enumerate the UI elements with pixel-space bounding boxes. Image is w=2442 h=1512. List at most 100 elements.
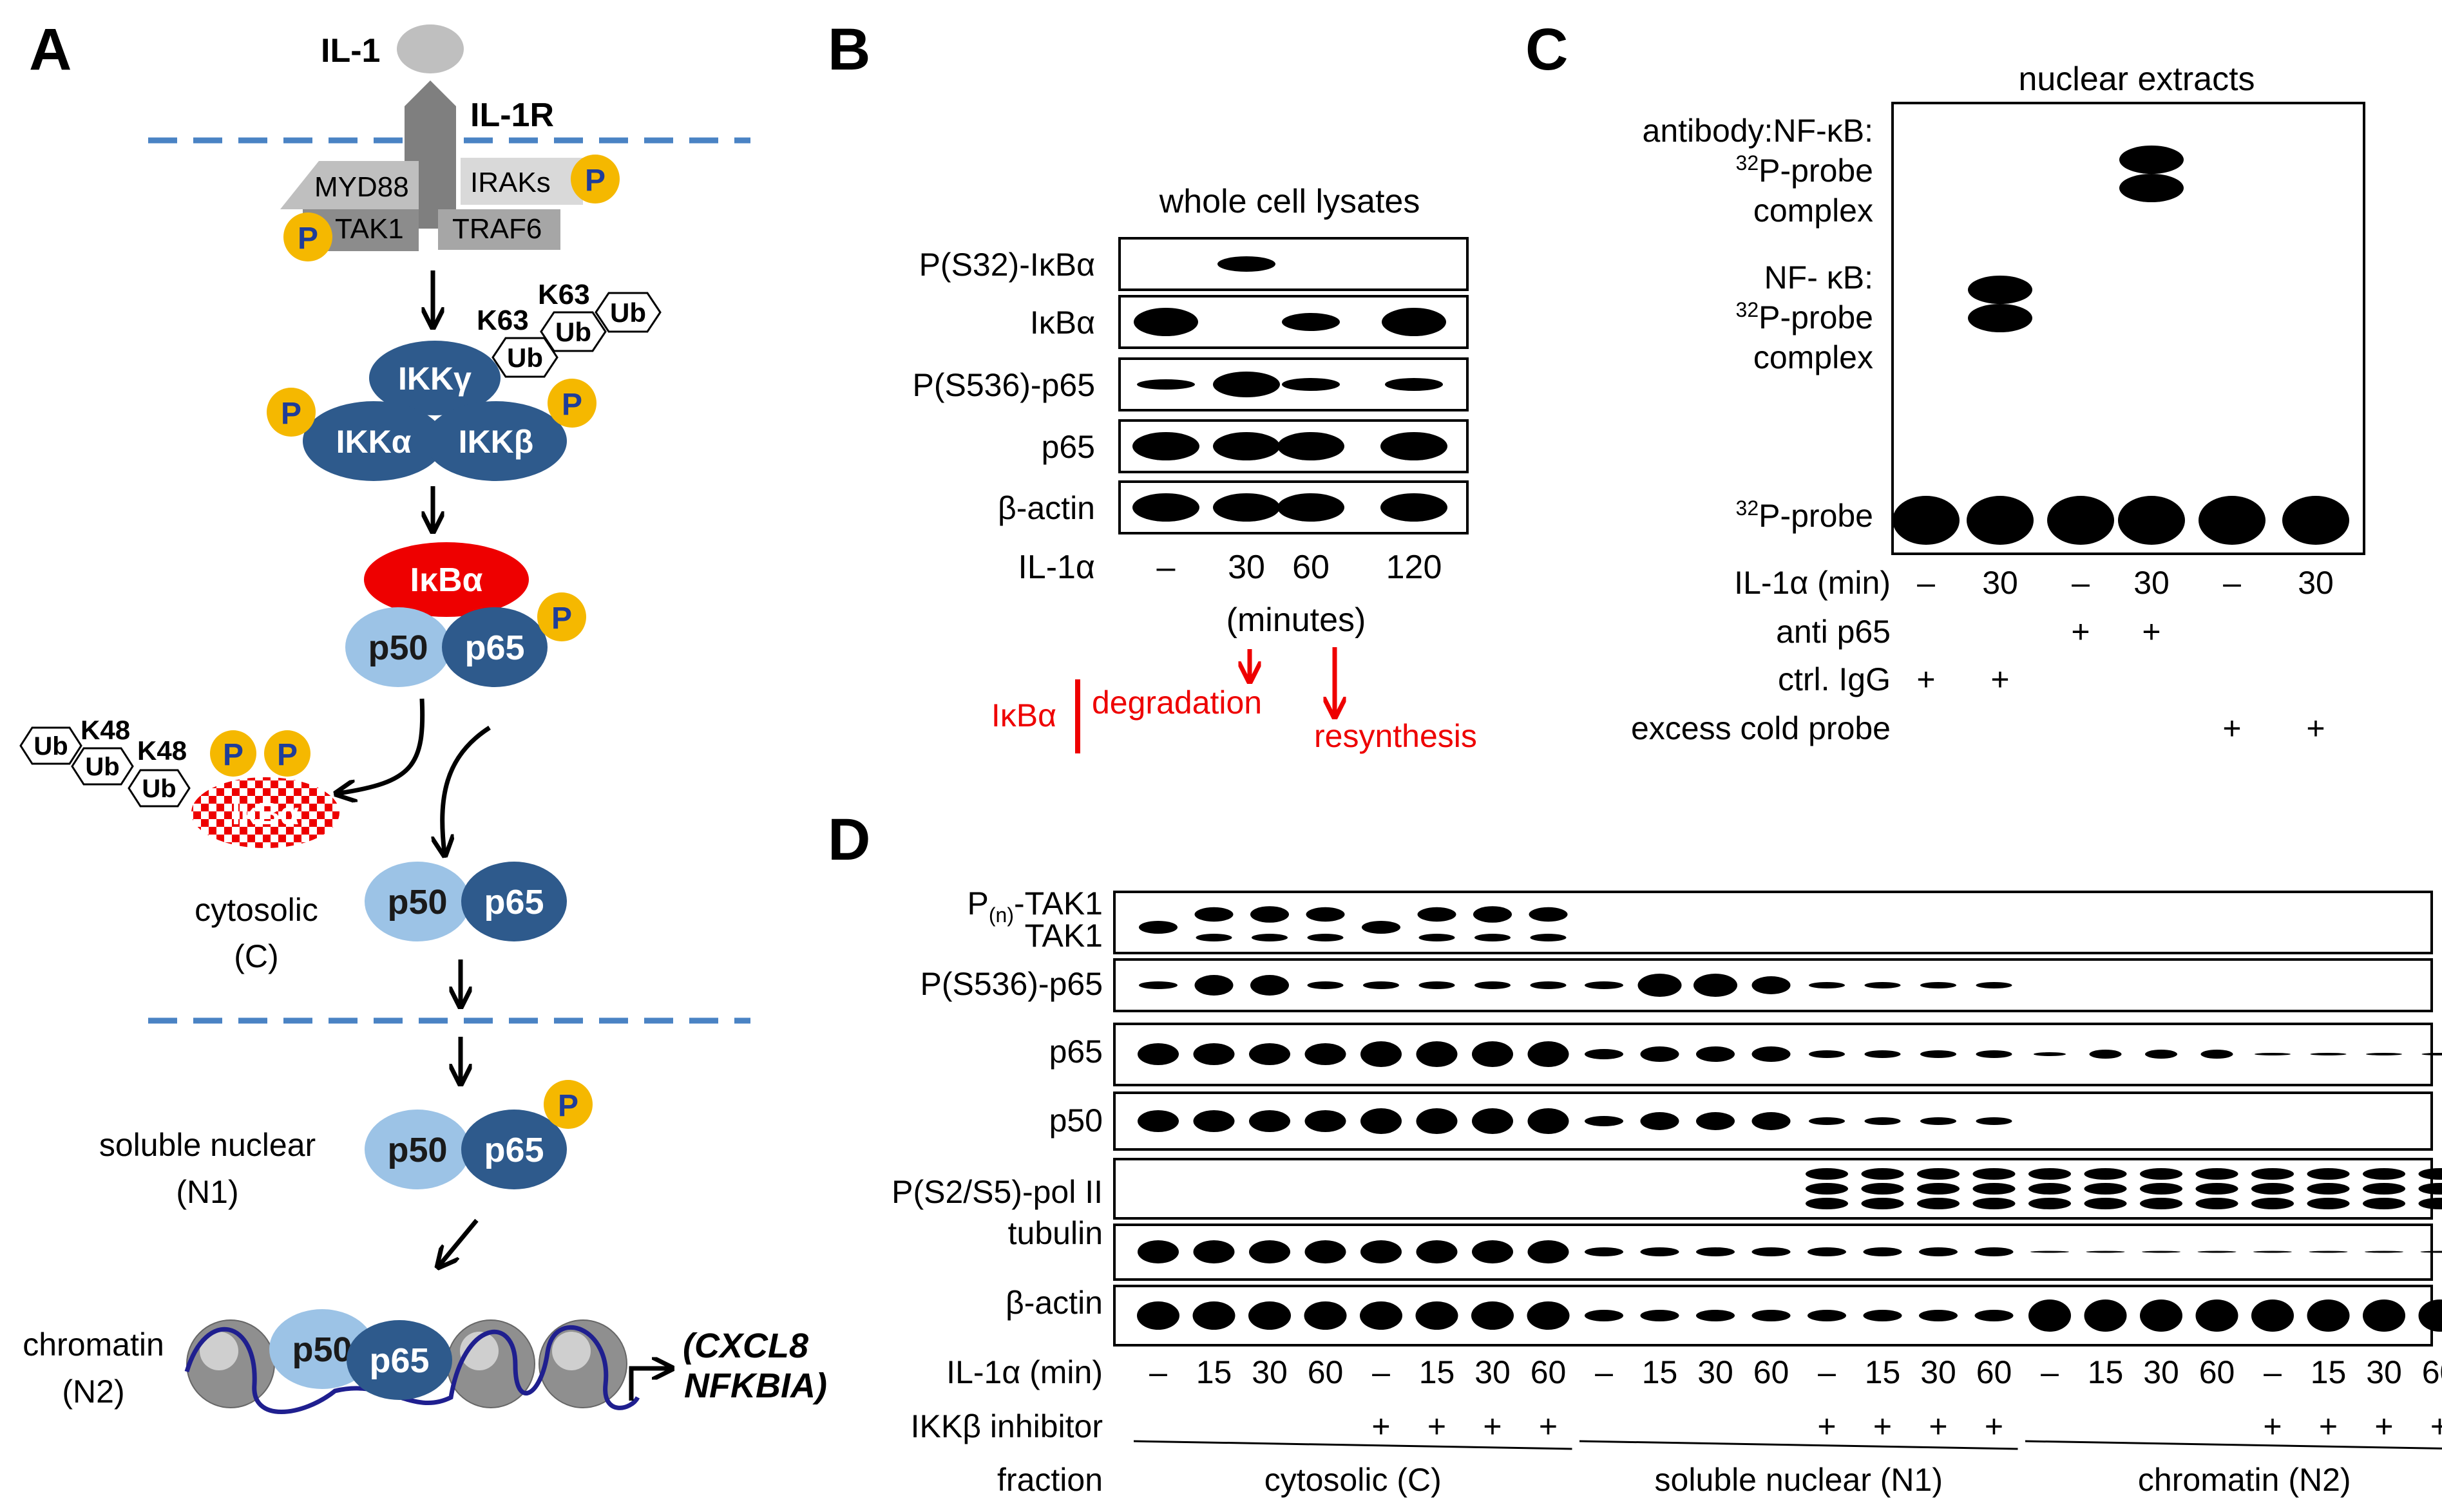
panel-d-band bbox=[1416, 1301, 1458, 1330]
svg-text:P: P bbox=[558, 1089, 578, 1123]
panel-b-timepoint: 60 bbox=[1292, 549, 1330, 586]
panel-d-band bbox=[1806, 1168, 1848, 1180]
panel-b-band bbox=[1277, 493, 1344, 522]
panel-d-band bbox=[2084, 1168, 2127, 1180]
panel-d-band bbox=[1641, 1310, 1679, 1321]
panel-d-band bbox=[1194, 1110, 1235, 1132]
panel-d-band bbox=[2363, 1299, 2405, 1332]
svg-text:Ub: Ub bbox=[85, 753, 119, 781]
cytosolic-c-label: (C) bbox=[234, 938, 278, 974]
panel-d-band bbox=[1864, 1247, 1902, 1256]
ub-k48-1: Ub bbox=[21, 728, 81, 764]
panel-d-il1-value: 30 bbox=[2143, 1354, 2179, 1390]
svg-text:P: P bbox=[562, 388, 582, 422]
panel-d-band bbox=[1249, 1043, 1290, 1065]
panel-d-band bbox=[1472, 1108, 1513, 1134]
panel-c-label: C bbox=[1525, 17, 1568, 82]
panel-d-band bbox=[1752, 1046, 1791, 1062]
fraction-group-line bbox=[1134, 1441, 1572, 1449]
panel-d-band bbox=[2251, 1168, 2294, 1180]
panel-d-band bbox=[2366, 1053, 2402, 1055]
panel-d-il1-value: 60 bbox=[1753, 1354, 1789, 1390]
panel-b-band bbox=[1213, 372, 1280, 397]
panel-d-band bbox=[1585, 981, 1623, 989]
panel-c-title: nuclear extracts bbox=[2018, 61, 2255, 98]
p50-nuclear-label: p50 bbox=[387, 1131, 447, 1169]
panel-d-band bbox=[1249, 1110, 1290, 1132]
panel-d-band bbox=[1809, 1117, 1845, 1125]
panel-b-band bbox=[1132, 493, 1199, 522]
panel-b-band bbox=[1213, 493, 1280, 522]
panel-d-band bbox=[1360, 1240, 1402, 1263]
panel-d-il1-label: IL-1α (min) bbox=[946, 1354, 1103, 1390]
p50-row-label: p50 bbox=[1049, 1102, 1103, 1139]
panel-c-value: – bbox=[1917, 565, 1935, 601]
panel-d-il1-value: 30 bbox=[2366, 1354, 2402, 1390]
ab-complex-label-2: 32P-probe bbox=[1736, 151, 1873, 189]
panel-b-band bbox=[1282, 378, 1340, 391]
panel-d-band bbox=[2140, 1198, 2182, 1209]
gel-frame bbox=[1893, 103, 2364, 554]
panel-d-band bbox=[1976, 1050, 2012, 1058]
arrow-p50p65-release bbox=[443, 728, 490, 853]
fraction-group-label: cytosolic (C) bbox=[1264, 1462, 1442, 1498]
panel-b-title: whole cell lysates bbox=[1159, 183, 1420, 220]
probe-label: 32P-probe bbox=[1736, 496, 1873, 534]
panel-d-band bbox=[1472, 1240, 1513, 1263]
panel-d-band bbox=[1641, 1112, 1679, 1130]
panel-d-band bbox=[2251, 1198, 2294, 1209]
panel-d-band bbox=[1305, 1110, 1346, 1132]
panel-d-band bbox=[1474, 934, 1511, 941]
panel-c-value: 30 bbox=[2298, 565, 2334, 601]
ikba-bound-label: IκBα bbox=[410, 562, 483, 599]
panel-d-band bbox=[2084, 1299, 2127, 1332]
panel-d-band bbox=[1195, 907, 1234, 921]
panel-d: D P(n)-TAK1 TAK1 P(S536)-p65 p65 p50 P(S… bbox=[828, 807, 2442, 1498]
panel-c-value: – bbox=[2072, 565, 2090, 601]
panel-d-band bbox=[1194, 1043, 1235, 1065]
panel-b-band bbox=[1380, 493, 1447, 522]
ikka-label: IKKα bbox=[336, 424, 412, 460]
panel-d-band bbox=[2034, 1052, 2066, 1056]
panel-c-value: + bbox=[2222, 710, 2241, 746]
panel-d-band bbox=[2028, 1183, 2071, 1195]
panel-d-band bbox=[1973, 1198, 2016, 1209]
panel-d-band bbox=[1417, 1041, 1458, 1067]
panel-d-band bbox=[1864, 1310, 1902, 1321]
panel-d-band bbox=[2090, 1050, 2122, 1059]
phospho-iraks: P bbox=[571, 155, 620, 203]
panel-d-band bbox=[1138, 1240, 1179, 1263]
panel-d-band bbox=[2307, 1168, 2350, 1180]
panel-d-ikkb-value: + bbox=[1929, 1408, 1947, 1444]
degradation-label: degradation bbox=[1092, 685, 1262, 721]
band-probe bbox=[2118, 496, 2185, 545]
panel-d-band bbox=[1417, 1240, 1458, 1263]
panel-d-band bbox=[2255, 1053, 2291, 1055]
panel-d-band bbox=[1920, 1117, 1956, 1125]
panel-d-il1-value: 60 bbox=[1531, 1354, 1567, 1390]
panel-d-band bbox=[1752, 1310, 1791, 1321]
panel-d-band bbox=[1696, 1247, 1735, 1256]
panel-d-band bbox=[1137, 1301, 1179, 1330]
ikkb-label: IKKβ bbox=[459, 424, 534, 460]
panel-d-il1-value: – bbox=[1595, 1354, 1613, 1390]
svg-text:Ub: Ub bbox=[33, 732, 68, 761]
panel-d-band bbox=[1308, 981, 1344, 989]
panel-d-band bbox=[2140, 1183, 2182, 1195]
panel-d-band bbox=[1585, 1116, 1623, 1126]
panel-d-band bbox=[1693, 974, 1737, 997]
panel-c-row-label: IL-1α (min) bbox=[1734, 565, 1891, 601]
svg-text:P: P bbox=[585, 164, 606, 198]
panel-d-band bbox=[2363, 1168, 2405, 1180]
panel-b-row-frame bbox=[1120, 238, 1467, 290]
p50-chromatin-label: p50 bbox=[292, 1330, 352, 1369]
svg-text:P: P bbox=[298, 222, 318, 256]
ikba-degraded-label: IκBα bbox=[232, 797, 300, 831]
iraks-label: IRAKs bbox=[470, 167, 551, 198]
panel-c: C nuclear extracts antibody:NF-κB: 32P-p… bbox=[1525, 17, 2364, 746]
ikkg-label: IKKγ bbox=[398, 361, 472, 397]
panel-d-band bbox=[1696, 1112, 1735, 1130]
fraction-group-label: soluble nuclear (N1) bbox=[1655, 1462, 1943, 1498]
k48-label-a: K48 bbox=[81, 715, 130, 745]
